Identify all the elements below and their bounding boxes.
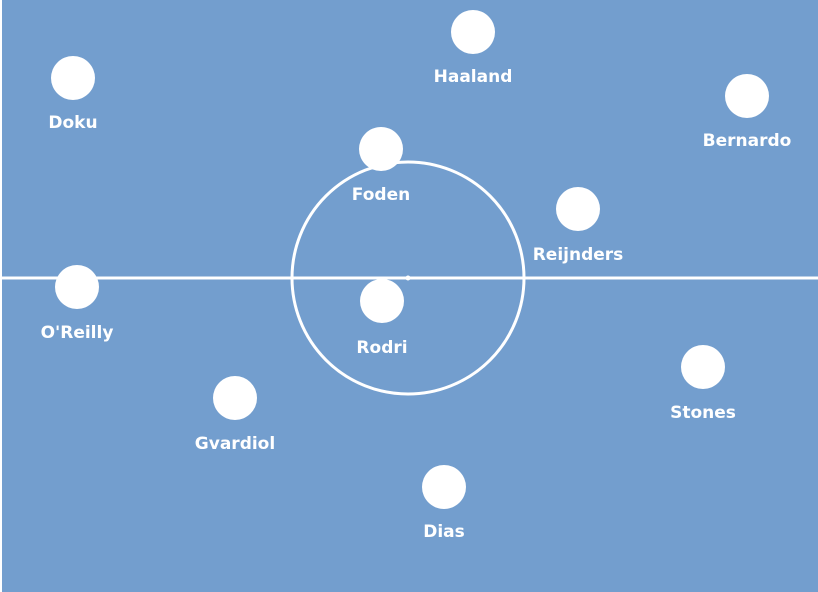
player-marker (360, 279, 404, 323)
player-label: Bernardo (703, 131, 792, 151)
player-marker (725, 74, 769, 118)
player-label: O'Reilly (41, 323, 114, 343)
player-doku: Doku (48, 56, 98, 133)
player-marker (51, 56, 95, 100)
player-marker (681, 345, 725, 389)
player-bernardo: Bernardo (703, 74, 792, 151)
player-marker (422, 465, 466, 509)
player-foden: Foden (352, 127, 410, 205)
player-haaland: Haaland (434, 10, 513, 87)
player-marker (213, 376, 257, 420)
player-rodri: Rodri (356, 279, 408, 358)
player-oreilly: O'Reilly (41, 265, 114, 343)
player-marker (451, 10, 495, 54)
player-label: Stones (670, 403, 736, 423)
player-label: Doku (48, 113, 97, 133)
player-marker (556, 187, 600, 231)
player-stones: Stones (670, 345, 736, 423)
player-dias: Dias (422, 465, 466, 542)
player-label: Gvardiol (195, 434, 275, 454)
player-marker (55, 265, 99, 309)
player-label: Haaland (434, 67, 513, 87)
player-label: Rodri (356, 338, 407, 358)
player-gvardiol: Gvardiol (195, 376, 275, 454)
player-label: Dias (423, 522, 465, 542)
player-label: Reijnders (533, 245, 624, 265)
center-circle (290, 160, 526, 396)
player-marker (359, 127, 403, 171)
center-spot (405, 275, 411, 281)
player-reijnders: Reijnders (533, 187, 624, 265)
player-label: Foden (352, 185, 410, 205)
players-layer: HaalandDokuBernardoFodenReijndersO'Reill… (41, 10, 792, 542)
